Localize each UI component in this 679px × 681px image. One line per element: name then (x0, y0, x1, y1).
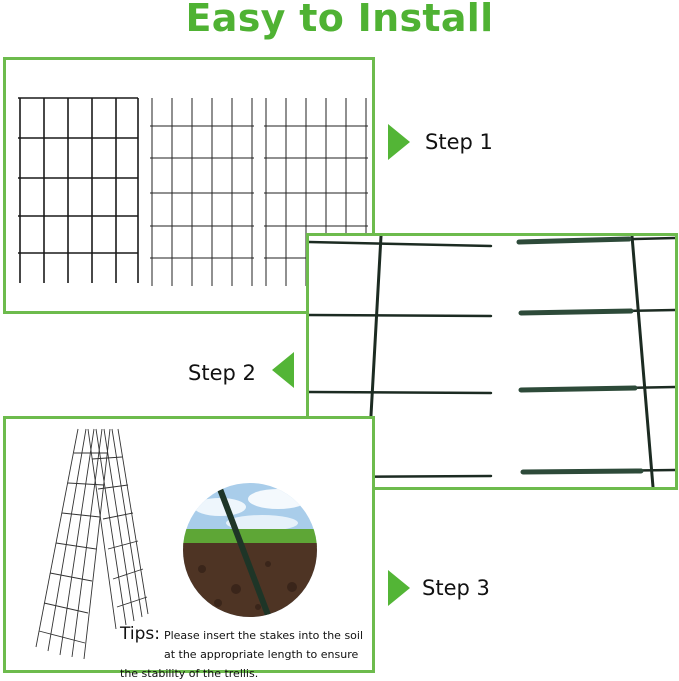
tips-text: Please insert the stakes into the soil a… (120, 629, 364, 680)
step1-panel (3, 57, 375, 314)
aframe-trellis-illustration (35, 428, 317, 660)
tips-note: Tips: Please insert the stakes into the … (120, 624, 372, 681)
trellis-panels-illustration (18, 97, 368, 286)
step3-panel (3, 416, 375, 673)
step3-label: Step 3 (422, 576, 490, 600)
step1-arrow-icon (388, 124, 410, 160)
tips-heading: Tips: (120, 624, 160, 644)
step3-arrow-icon (388, 570, 410, 606)
step2-arrow-icon (272, 352, 294, 388)
step2-label: Step 2 (188, 361, 256, 385)
page-title: Easy to Install (185, 0, 494, 40)
step1-label: Step 1 (425, 130, 493, 154)
soil-stake-illustration (183, 483, 317, 617)
